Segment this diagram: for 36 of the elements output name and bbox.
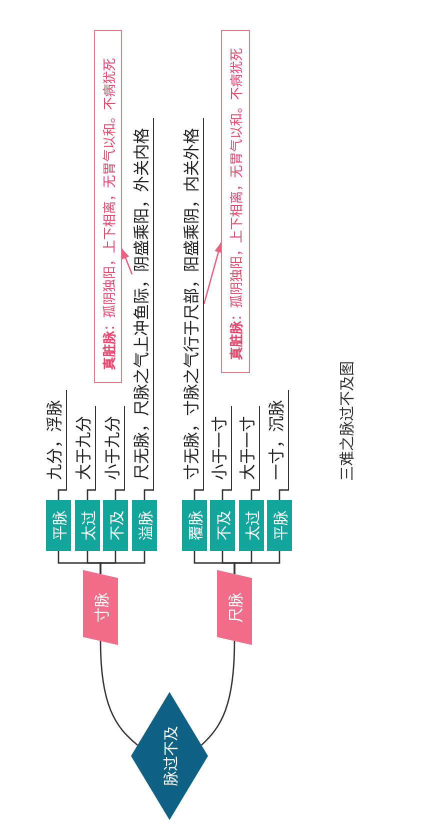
- branch-label: 一寸，沉脉: [267, 390, 289, 490]
- callout-arrow: [203, 242, 222, 304]
- branch-label: 大于一寸: [238, 406, 260, 490]
- subtopic-box: 太过: [75, 500, 100, 551]
- connector-line: [100, 640, 138, 746]
- root-diamond: 脉过不及: [131, 692, 208, 820]
- subtopic-box: 平脉: [46, 500, 71, 551]
- connector-line: [222, 489, 232, 500]
- branch-label: 小于九分: [103, 406, 125, 490]
- connector-line: [194, 489, 204, 500]
- callout-box: 真脏脉：孤阴独阳，上下相离，无胃气以和。不病犹死: [94, 30, 122, 383]
- subtopic-box: 不及: [103, 500, 128, 551]
- subtopic-box: 太过: [239, 500, 264, 551]
- callout-box: 真脏脉：孤阴独阳，上下相离，无胃气以和。不病犹死: [221, 30, 250, 373]
- branch-label: 尺无脉，尺脉之气上冲鱼际，阴盛乘阳，外关内格: [132, 118, 154, 490]
- connector-line: [58, 489, 67, 500]
- subtopic-box: 平脉: [267, 500, 292, 551]
- figure-caption: 三难之脉过不及图: [339, 361, 356, 481]
- branch-label: 九分，浮脉: [45, 390, 67, 490]
- subtopic-box: 不及: [210, 500, 235, 551]
- connector-line: [100, 551, 146, 574]
- topic-parallelogram: 尺脉: [217, 570, 252, 645]
- callout-arrow: [121, 248, 133, 274]
- branch-label: 大于九分: [74, 406, 96, 490]
- connector-line: [114, 489, 125, 500]
- branch-label: 寸无脉，寸脉之气行于尺部，阳盛乘阴，内关外格: [182, 118, 204, 490]
- subtopic-box: 覆脉: [182, 500, 207, 551]
- subtopic-box: 溢脉: [132, 500, 157, 551]
- connector-line: [86, 489, 96, 500]
- connector-line: [144, 489, 154, 500]
- connector-line: [278, 489, 289, 500]
- branch-label: 小于一寸: [210, 406, 232, 490]
- topic-parallelogram: 寸脉: [83, 570, 118, 645]
- connector-line: [250, 489, 260, 500]
- connector-line: [234, 551, 280, 574]
- connector-line: [200, 640, 236, 746]
